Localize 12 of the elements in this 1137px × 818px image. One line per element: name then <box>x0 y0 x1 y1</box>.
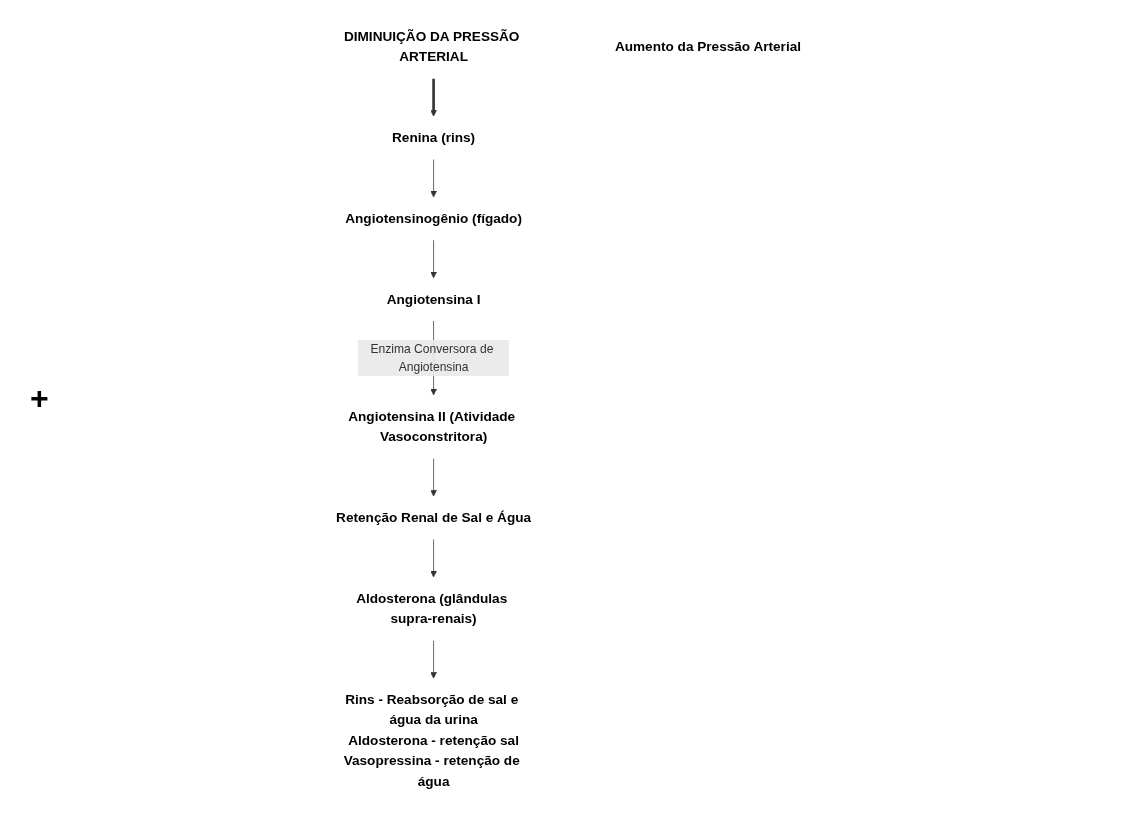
node-text: DIMINUIÇÃO DA PRESSÃO ARTERIAL <box>344 28 520 65</box>
arrow <box>430 78 438 117</box>
node-text: Angiotensina I <box>387 291 481 307</box>
node-text: Renina (rins) <box>392 129 476 145</box>
node-text: Aumento da Pressão Arterial <box>615 38 802 54</box>
node-text: Retenção Renal de Sal e Água <box>336 509 532 525</box>
node-text: Rins - Reabsorção de sal e água da urina Aldosterona - retenção sal Vasopressina - retenção de água <box>343 691 521 789</box>
plus-sign: + <box>30 380 49 417</box>
node-text: Aldosterona (glândulas supra-renais) <box>356 590 508 627</box>
edge-label: Enzima Conversora de Angiotensina <box>370 342 494 374</box>
node-text: Angiotensina II (Atividade Vasoconstritora) <box>348 408 516 445</box>
node-text: Angiotensinogênio (fígado) <box>345 210 523 226</box>
